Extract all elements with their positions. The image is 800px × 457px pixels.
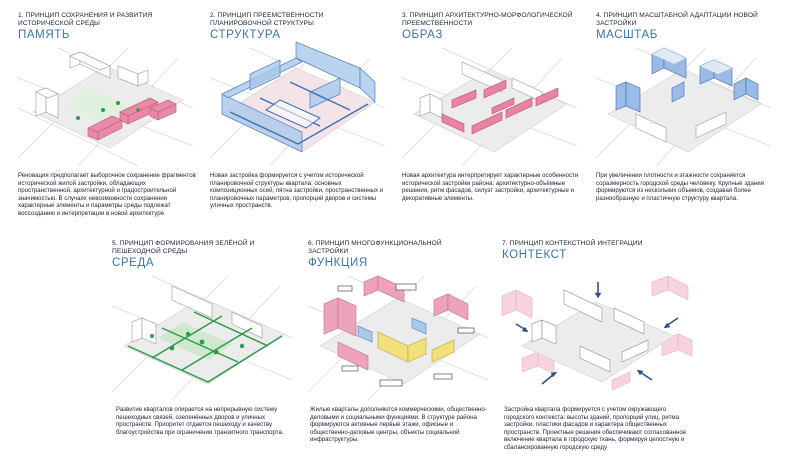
panel-5-description: Развитие кварталов опирается на непрерыв… (116, 406, 284, 436)
panel-5-keyword: СРЕДА (112, 256, 155, 269)
panel-3-description: Новая архитектура интерпретирует характе… (402, 172, 579, 202)
panel-7-description: Застройка квартала формируется с учетом … (504, 406, 687, 451)
panel-1-description: Реновация предполагает выборочное сохран… (18, 172, 196, 217)
panel-4-description: При увеличении плотности и этажности сох… (596, 172, 764, 202)
panel-6-keyword: ФУНКЦИЯ (308, 256, 368, 269)
panel-1-keyword: ПАМЯТЬ (18, 28, 70, 41)
panel-6-title: 6. ПРИНЦИП МНОГОФУНКЦИОНАЛЬНОЙ ЗАСТРОЙКИ (308, 240, 442, 255)
panel-4-keyword: МАСШТАБ (596, 28, 658, 41)
panel-5-illustration (111, 275, 293, 401)
panel-2-illustration (209, 41, 386, 167)
panel-2-title: 2. ПРИНЦИП ПРЕЕМСТВЕННОСТИ ПЛАНИРОВОЧНОЙ… (210, 12, 324, 27)
panel-3-keyword: ОБРАЗ (402, 28, 443, 41)
panel-6-description: Жилые кварталы дополняются коммерческими… (310, 406, 487, 444)
panel-6-illustration (307, 275, 489, 401)
panel-3-title: 3. ПРИНЦИП АРХИТЕКТУРНО-МОРФОЛОГИЧЕСКОЙ … (402, 12, 573, 27)
panel-4-header: 4. ПРИНЦИП МАСШТАБНОЙ АДАПТАЦИИ НОВОЙ ЗА… (596, 12, 776, 41)
panel-1-illustration (17, 47, 194, 167)
panel-2-description: Новая застройка формируется с учетом ист… (210, 172, 384, 210)
panel-2-keyword: СТРУКТУРА (210, 28, 281, 41)
panel-7-keyword: КОНТЕКСТ (502, 248, 567, 261)
panel-1-header: 1. ПРИНЦИП СОХРАНЕНИЯ И РАЗВИТИЯ ИСТОРИЧ… (18, 12, 193, 41)
panel-1-title: 1. ПРИНЦИП СОХРАНЕНИЯ И РАЗВИТИЯ ИСТОРИЧ… (18, 12, 153, 27)
panel-7-illustration (501, 275, 693, 391)
panel-3-header: 3. ПРИНЦИП АРХИТЕКТУРНО-МОРФОЛОГИЧЕСКОЙ … (402, 12, 577, 41)
panel-4-title: 4. ПРИНЦИП МАСШТАБНОЙ АДАПТАЦИИ НОВОЙ ЗА… (596, 12, 758, 27)
panel-7-header: 7. ПРИНЦИП КОНТЕКСТНОЙ ИНТЕГРАЦИИ КОНТЕК… (502, 240, 677, 261)
panel-5-header: 5. ПРИНЦИП ФОРМИРОВАНИЯ ЗЕЛЁНОЙ И ПЕШЕХО… (112, 240, 287, 269)
panel-2-header: 2. ПРИНЦИП ПРЕЕМСТВЕННОСТИ ПЛАНИРОВОЧНОЙ… (210, 12, 385, 41)
panel-6-header: 6. ПРИНЦИП МНОГОФУНКЦИОНАЛЬНОЙ ЗАСТРОЙКИ… (308, 240, 483, 269)
panel-4-illustration (595, 47, 772, 167)
panel-5-title: 5. ПРИНЦИП ФОРМИРОВАНИЯ ЗЕЛЁНОЙ И ПЕШЕХО… (112, 240, 255, 255)
panel-7-title: 7. ПРИНЦИП КОНТЕКСТНОЙ ИНТЕГРАЦИИ (502, 240, 643, 247)
panel-3-illustration (401, 47, 578, 167)
